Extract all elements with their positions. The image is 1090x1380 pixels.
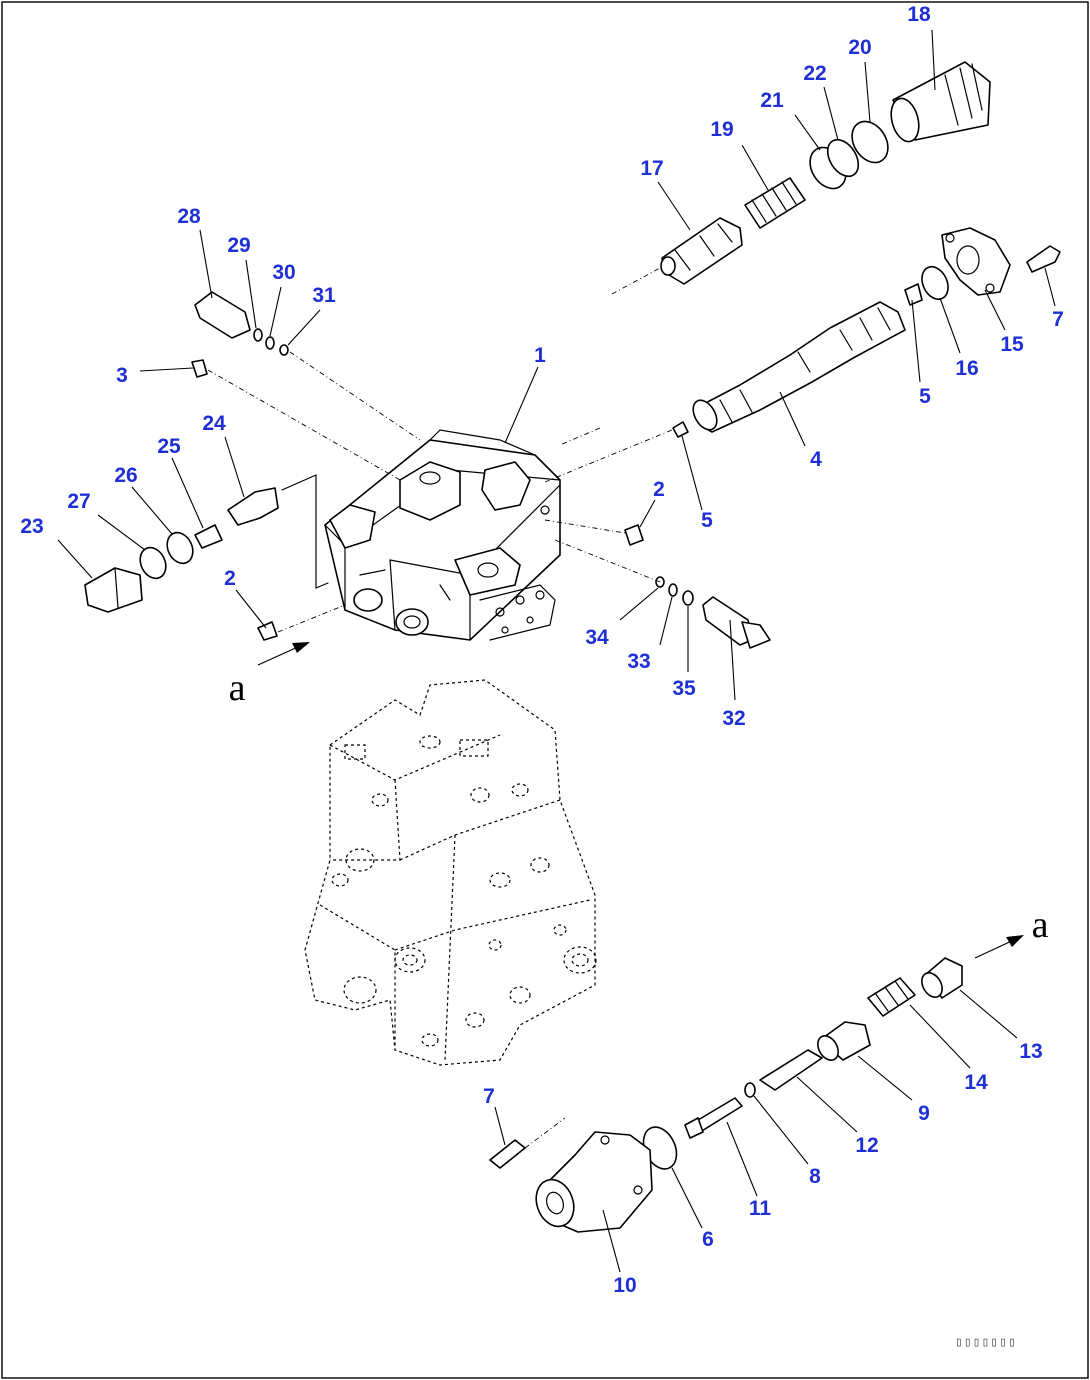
- piston-part-24: [227, 487, 279, 526]
- leader-lines: [57, 29, 1056, 1273]
- callout-12: 12: [855, 1134, 878, 1157]
- explode-axes: [207, 267, 673, 1149]
- ring-part-20: [851, 120, 889, 164]
- bolt-part-7-upper: [1026, 245, 1061, 273]
- cover-part-15: [941, 227, 1011, 296]
- ring-part-30: [265, 336, 275, 350]
- callout-26: 26: [114, 464, 137, 487]
- callout-20: 20: [848, 36, 871, 59]
- callout-16: 16: [955, 357, 978, 380]
- callout-29: 29: [227, 234, 250, 257]
- sleeve-part-9: [817, 1021, 871, 1061]
- spring-part-19: [744, 177, 806, 229]
- ring-part-35: [682, 590, 694, 606]
- callout-7-upper: 7: [1052, 308, 1064, 331]
- o-ring-part-26: [166, 531, 194, 565]
- callout-17: 17: [640, 157, 663, 180]
- callout-9: 9: [918, 1102, 930, 1125]
- plug-part-5-lower: [672, 421, 689, 438]
- callout-2-right: 2: [653, 478, 665, 501]
- plug-part-2-right: [624, 524, 644, 546]
- washer-part-8: [744, 1082, 756, 1098]
- callout-10: 10: [613, 1274, 636, 1297]
- callout-18: 18: [907, 3, 931, 26]
- ring-part-34: [655, 576, 665, 588]
- bolt-part-7-lower: [489, 1139, 526, 1169]
- cap-part-18: [890, 61, 991, 143]
- callout-8: 8: [809, 1165, 821, 1188]
- solenoid-part-10: [535, 1131, 653, 1233]
- ring-part-31: [279, 344, 289, 356]
- ring-part-33: [668, 583, 678, 597]
- plug-part-2-left: [257, 621, 278, 641]
- bolt-part-11: [684, 1097, 743, 1139]
- ring-part-22: [826, 138, 860, 178]
- valve-body-part-1: [324, 429, 561, 641]
- callout-35: 35: [672, 677, 696, 700]
- callout-1: 1: [534, 344, 546, 367]
- washer-part-27: [139, 546, 167, 580]
- callout-25: 25: [157, 435, 181, 458]
- spool-part-17: [660, 217, 743, 285]
- plug-part-23: [84, 567, 143, 613]
- callout-6: 6: [702, 1228, 714, 1251]
- callout-27: 27: [67, 490, 90, 513]
- plug-part-5-upper: [904, 283, 923, 306]
- spring-part-25: [194, 524, 223, 549]
- spool-part-4: [692, 301, 906, 433]
- callout-13: 13: [1019, 1040, 1042, 1063]
- drawing-code: ▯▯▯▯▯▯▯: [955, 1335, 1017, 1350]
- plug-part-32: [702, 596, 771, 649]
- callout-22: 22: [803, 62, 826, 85]
- callout-14: 14: [964, 1071, 988, 1094]
- callout-34: 34: [585, 626, 609, 649]
- view-reference-a-top: a: [229, 667, 246, 709]
- view-arrow-a-bottom: [974, 935, 1024, 959]
- view-arrow-a-top: [257, 642, 310, 666]
- callout-5-lower: 5: [701, 509, 713, 532]
- callout-21: 21: [760, 89, 784, 112]
- pin-part-12: [759, 1049, 823, 1091]
- callout-33: 33: [627, 650, 650, 673]
- lower-valve-assembly-hidden: [304, 679, 597, 1066]
- view-reference-a-bottom: a: [1032, 904, 1049, 946]
- callout-32: 32: [722, 707, 745, 730]
- callout-24: 24: [202, 412, 226, 435]
- ring-part-29: [253, 328, 263, 342]
- plug-part-28: [194, 291, 251, 339]
- callout-23: 23: [20, 515, 43, 538]
- callout-19: 19: [710, 118, 733, 141]
- callout-31: 31: [312, 284, 336, 307]
- callout-4: 4: [810, 448, 822, 471]
- callout-30: 30: [272, 261, 295, 284]
- sleeve-part-13: [921, 957, 963, 999]
- callout-28: 28: [177, 205, 201, 228]
- spring-part-14: [867, 977, 916, 1017]
- callout-labels: 1 2 2 3 4 5 5 6 7 7 8 9 10 11 12 13 14 1…: [20, 3, 1064, 1297]
- callout-5-upper: 5: [919, 385, 931, 408]
- callout-11: 11: [749, 1197, 772, 1220]
- callout-3: 3: [116, 364, 128, 387]
- plug-part-3: [191, 359, 208, 378]
- o-ring-part-16: [921, 265, 949, 301]
- callout-7-lower: 7: [483, 1085, 495, 1108]
- callout-15: 15: [1000, 333, 1024, 356]
- callout-2-left: 2: [224, 567, 236, 590]
